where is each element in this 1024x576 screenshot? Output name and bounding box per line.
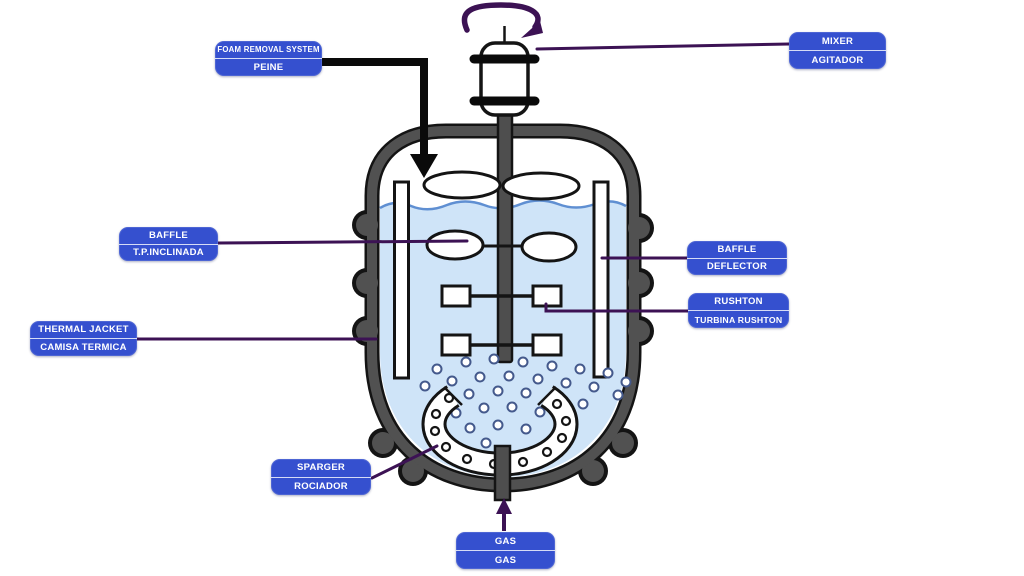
baffle-left (393, 180, 410, 380)
baffle-right (592, 180, 610, 379)
rotation-arrow-icon (461, 2, 543, 38)
label-baffle-deflector-es: DEFLECTOR (687, 257, 787, 276)
leader-sparger (370, 444, 439, 480)
pitched-blade-impeller (425, 229, 578, 263)
label-gas-en: GAS (494, 535, 517, 547)
label-gas-es: GAS (456, 550, 555, 569)
label-mixer-es: AGITADOR (789, 50, 886, 69)
rushton-turbine-lower (440, 333, 563, 357)
label-thermal-jacket-en: THERMAL JACKET (38, 324, 129, 335)
foam-arrow (322, 58, 438, 178)
label-baffle-inclined-en: BAFFLE (149, 229, 188, 241)
motor (469, 26, 540, 117)
label-foam-removal-es: PEINE (215, 58, 322, 76)
label-baffle-inclined-es: T.P.INCLINADA (119, 243, 218, 262)
label-rushton: RUSHTON TURBINA RUSHTON (688, 293, 789, 328)
label-foam-removal: FOAM REMOVAL SYSTEM PEINE (215, 41, 322, 76)
label-rushton-en: RUSHTON (714, 296, 763, 307)
leader-mixer (535, 42, 791, 51)
label-baffle-deflector-en: BAFFLE (717, 243, 757, 255)
label-rushton-es: TURBINA RUSHTON (688, 310, 789, 328)
label-sparger: SPARGER ROCIADOR (271, 459, 371, 495)
label-gas: GAS GAS (456, 532, 555, 569)
label-baffle-deflector: BAFFLE DEFLECTOR (687, 241, 787, 275)
label-thermal-jacket: THERMAL JACKET CAMISA TERMICA (30, 321, 137, 356)
label-sparger-es: ROCIADOR (271, 476, 371, 496)
rushton-turbine-upper (440, 284, 563, 308)
leader-lines (135, 42, 791, 480)
gas-arrow (496, 498, 512, 531)
agitator-shaft (496, 110, 514, 364)
leader-rushton (544, 302, 690, 313)
top-impeller (422, 170, 581, 201)
gas-inlet-pipe (493, 444, 512, 502)
label-baffle-inclined: BAFFLE T.P.INCLINADA (119, 227, 218, 261)
label-thermal-jacket-es: CAMISA TERMICA (30, 338, 137, 356)
label-mixer-en: MIXER (821, 35, 854, 47)
label-sparger-en: SPARGER (296, 462, 346, 474)
label-foam-removal-en: FOAM REMOVAL SYSTEM (217, 45, 320, 54)
label-mixer: MIXER AGITADOR (789, 32, 886, 69)
leader-baffle-inclined (216, 239, 469, 245)
air-bubbles (419, 353, 632, 449)
